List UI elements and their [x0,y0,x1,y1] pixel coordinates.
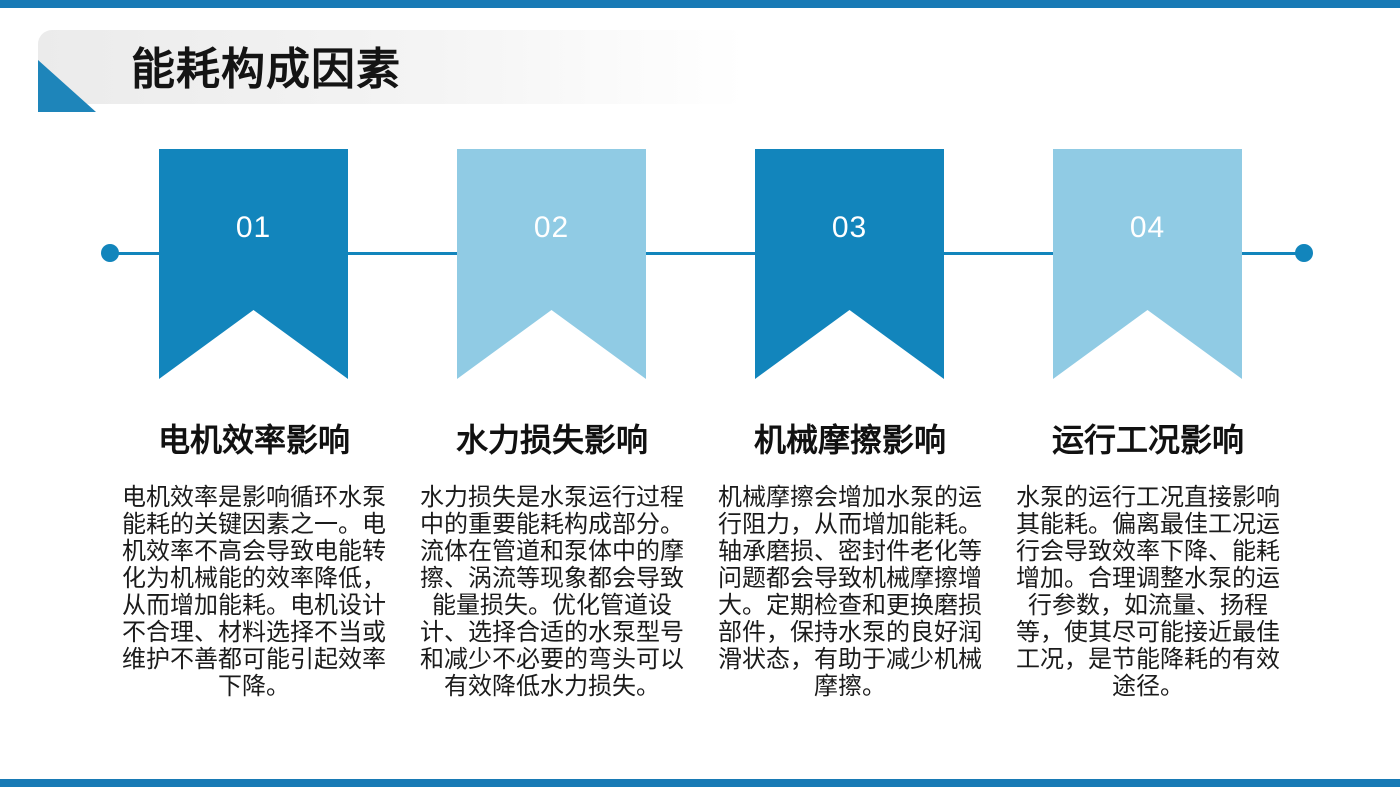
timeline-left-dot [101,244,119,262]
column-heading-motor-efficiency: 电机效率影响 [157,422,350,458]
column-heading-mechanical-friction: 机械摩擦影响 [753,422,946,458]
column-body-text: 水力损失是水泵运行过程中的重要能耗构成部分。流体在管道和泵体中的摩擦、涡流等现象… [420,484,684,700]
column-heading-operating-condition: 运行工况影响 [1051,422,1244,458]
ribbon-02: 02 [457,149,646,379]
top-accent-bar [0,0,1400,8]
timeline-line [108,252,1304,255]
timeline-right-dot [1295,244,1313,262]
ribbon-number: 01 [235,211,272,244]
ribbon-01: 01 [159,149,348,379]
bottom-accent-bar [0,779,1400,787]
ribbon-number: 02 [533,211,570,244]
slide-title: 能耗构成因素 [131,45,401,94]
ribbon-03: 03 [755,149,944,379]
column-body-text: 机械摩擦会增加水泵的运行阻力，从而增加能耗。轴承磨损、密封件老化等问题都会导致机… [718,484,982,700]
column-heading-hydraulic-loss: 水力损失影响 [455,422,648,458]
ribbon-number: 03 [831,211,868,244]
column-body-text: 电机效率是影响循环水泵能耗的关键因素之一。电机效率不高会导致电能转化为机械能的效… [122,484,386,700]
ribbon-04: 04 [1053,149,1242,379]
title-banner [38,30,746,104]
ribbon-number: 04 [1129,211,1166,244]
column-body-text: 水泵的运行工况直接影响其能耗。偏离最佳工况运行会导致效率下降、能耗增加。合理调整… [1016,484,1280,700]
